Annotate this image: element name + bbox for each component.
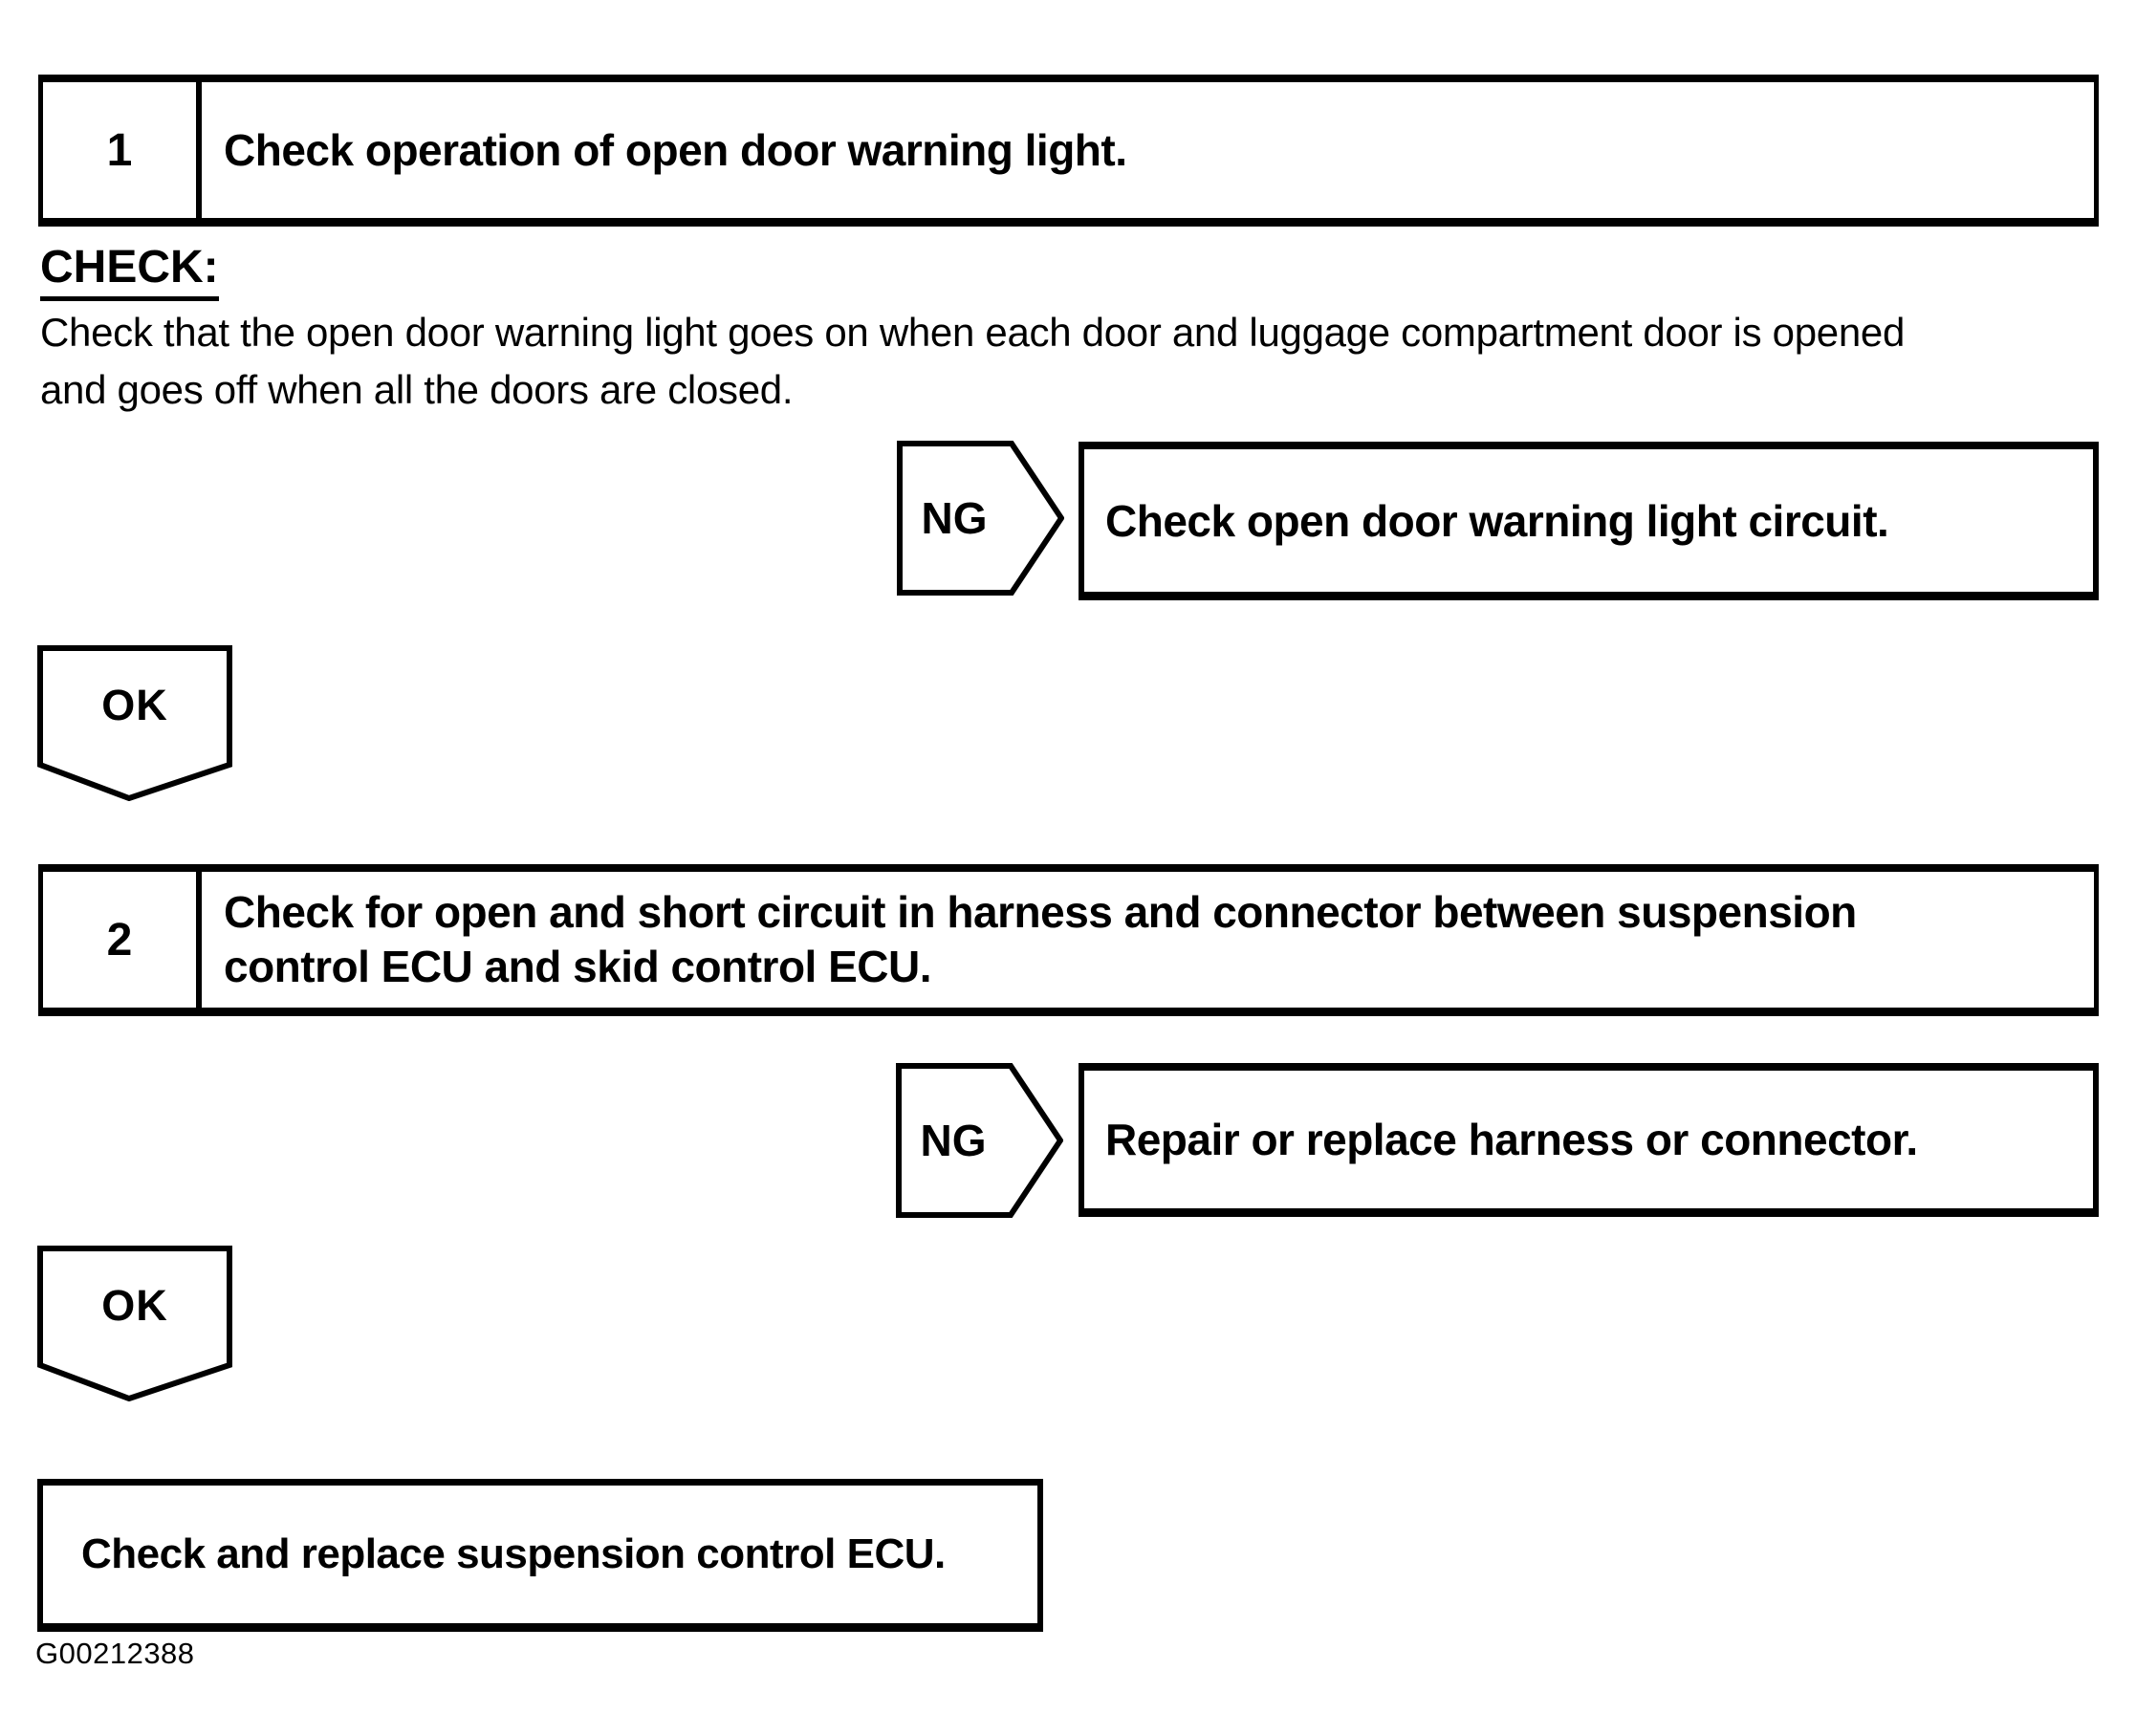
step-1-title-text: Check operation of open door warning lig… — [224, 124, 1127, 175]
step-1-number: 1 — [43, 82, 202, 218]
check-description-line-1: Check that the open door warning light g… — [40, 310, 1906, 355]
check-heading: CHECK: — [40, 243, 219, 301]
step-box-1: 1 Check operation of open door warning l… — [38, 75, 2099, 227]
ng-tag-2-label: NG — [920, 1116, 987, 1165]
ng-tag-1-label: NG — [921, 493, 988, 543]
step-2-number: 2 — [43, 872, 202, 1008]
ng-arrow-pentagon-icon — [897, 441, 1064, 596]
ng-result-box-2: Repair or replace harness or connector. — [1079, 1063, 2099, 1217]
ok-tag-1-label: OK — [101, 680, 168, 729]
ok-tag-2: OK — [37, 1246, 232, 1401]
ng-arrow-pentagon-icon — [896, 1063, 1063, 1218]
ng-tag-2: NG — [896, 1063, 1063, 1218]
figure-code: G00212388 — [35, 1637, 195, 1670]
ng-result-2-text: Repair or replace harness or connector. — [1105, 1115, 1918, 1164]
ng-result-box-1: Check open door warning light circuit. — [1079, 442, 2099, 600]
ok-tag-1: OK — [37, 645, 232, 801]
check-description-line-2: and goes off when all the doors are clos… — [40, 367, 794, 412]
step-2-title-line-1: Check for open and short circuit in harn… — [224, 887, 1857, 937]
ok-down-pentagon-icon — [37, 645, 232, 801]
step-box-2: 2 Check for open and short circuit in ha… — [38, 864, 2099, 1016]
ok-tag-2-label: OK — [101, 1280, 168, 1330]
step-2-title: Check for open and short circuit in harn… — [202, 872, 2094, 1008]
step-2-title-line-2: control ECU and skid control ECU. — [224, 942, 932, 991]
check-description: Check that the open door warning light g… — [40, 304, 1905, 419]
ng-tag-1: NG — [897, 441, 1064, 596]
ng-result-1-text: Check open door warning light circuit. — [1105, 495, 1889, 546]
final-action-box: Check and replace suspension control ECU… — [37, 1479, 1043, 1632]
final-action-text: Check and replace suspension control ECU… — [81, 1530, 946, 1577]
ok-down-pentagon-icon — [37, 1246, 232, 1401]
step-1-title: Check operation of open door warning lig… — [202, 82, 2094, 218]
